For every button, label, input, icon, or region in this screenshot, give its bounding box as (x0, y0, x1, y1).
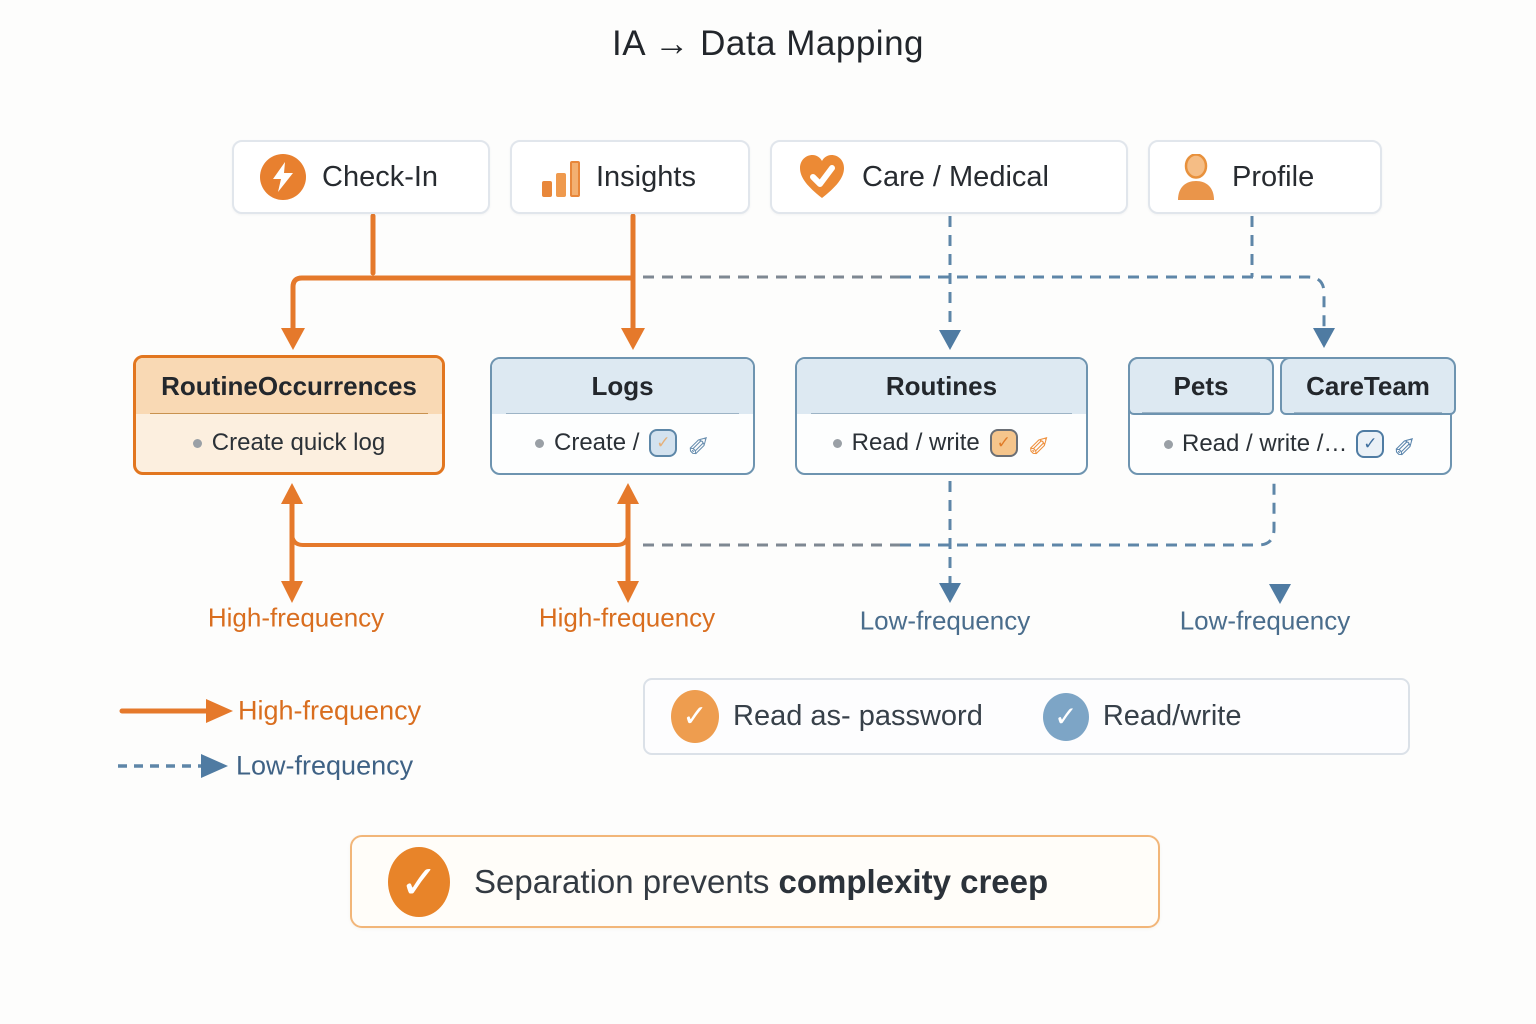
orange-check-icon: ✓ (671, 690, 719, 743)
low-frequency-connectors-gray (643, 275, 900, 547)
entity-pets-title: Pets (1128, 357, 1274, 415)
entity-careteam-title: CareTeam (1280, 357, 1456, 415)
pen-icon: ✎ (1393, 429, 1416, 460)
summary-note-text: Separation prevents complexity creep (474, 862, 1049, 900)
legend-read-write-label: Read/write (1102, 700, 1242, 732)
frequency-label-low: Low-frequency (1179, 605, 1351, 636)
entity-body-row: Create / ✓ ✎ (492, 414, 753, 472)
nav-label: Profile (1232, 160, 1315, 193)
pen-icon: ✎ (687, 428, 710, 459)
bullet-dot (832, 438, 842, 448)
nav-label: Check-In (322, 160, 439, 193)
nav-label: Care / Medical (862, 160, 1049, 193)
legend-arrow-samples (118, 699, 233, 778)
entity-logs: Logs Create / ✓ ✎ (490, 357, 755, 475)
entity-routines: Routines Read / write ✓ ✎ (795, 357, 1088, 475)
pen-icon: ✎ (1027, 428, 1051, 459)
check-badge-icon: ✓ (649, 429, 678, 457)
entity-body-row: Read / write /… ✓ ✎ (1130, 415, 1450, 473)
bullet-dot (1163, 439, 1173, 449)
high-frequency-connectors (289, 213, 636, 585)
lightning-icon (260, 154, 306, 200)
person-icon (1176, 154, 1216, 200)
entity-routine-occurrences: RoutineOccurrences Create quick log (133, 355, 445, 475)
check-circle-icon: ✓ (388, 846, 450, 917)
nav-box-check-in: Check-In (232, 140, 490, 214)
entity-body-text: Create quick log (211, 429, 386, 456)
entity-body-row: Create quick log (136, 414, 442, 472)
frequency-label-low: Low-frequency (859, 605, 1031, 636)
entity-title: Routines (797, 359, 1086, 414)
bullet-dot (192, 438, 202, 448)
entity-title: RoutineOccurrences (136, 358, 442, 414)
nav-box-insights: Insights (510, 140, 750, 214)
access-legend-box: ✓ Read as- password ✓ Read/write (643, 678, 1410, 755)
bullet-dot (535, 438, 544, 448)
check-badge-icon: ✓ (1356, 430, 1385, 458)
low-frequency-connectors (900, 216, 1326, 583)
page-title: IA → Data Mapping (612, 24, 924, 63)
bar-chart-icon (542, 157, 580, 197)
nav-box-profile: Profile (1148, 140, 1382, 214)
entity-body-text: Read / write /… (1181, 430, 1348, 457)
frequency-label-high: High-frequency (538, 602, 716, 633)
blue-check-icon: ✓ (1042, 692, 1089, 741)
check-badge-icon: ✓ (989, 429, 1018, 457)
high-frequency-arrowheads (281, 328, 645, 603)
legend-low-frequency-label: Low-frequency (236, 750, 414, 781)
heart-check-icon (798, 154, 846, 200)
entity-pets-careteam-group: Pets CareTeam Read / write /… ✓ ✎ (1128, 357, 1456, 475)
entity-title: Logs (492, 359, 753, 414)
low-frequency-arrowheads (939, 328, 1335, 604)
nav-box-care-medical: Care / Medical (770, 140, 1128, 214)
legend-high-frequency-label: High-frequency (238, 695, 422, 726)
entity-body-row: Read / write ✓ ✎ (797, 414, 1086, 472)
frequency-label-high: High-frequency (207, 602, 385, 633)
legend-read-as-password-label: Read as- password (733, 700, 983, 732)
entity-body-text: Create / (554, 429, 640, 456)
nav-label: Insights (596, 160, 696, 193)
summary-note: ✓ Separation prevents complexity creep (350, 835, 1160, 928)
entity-body-text: Read / write (851, 429, 980, 456)
